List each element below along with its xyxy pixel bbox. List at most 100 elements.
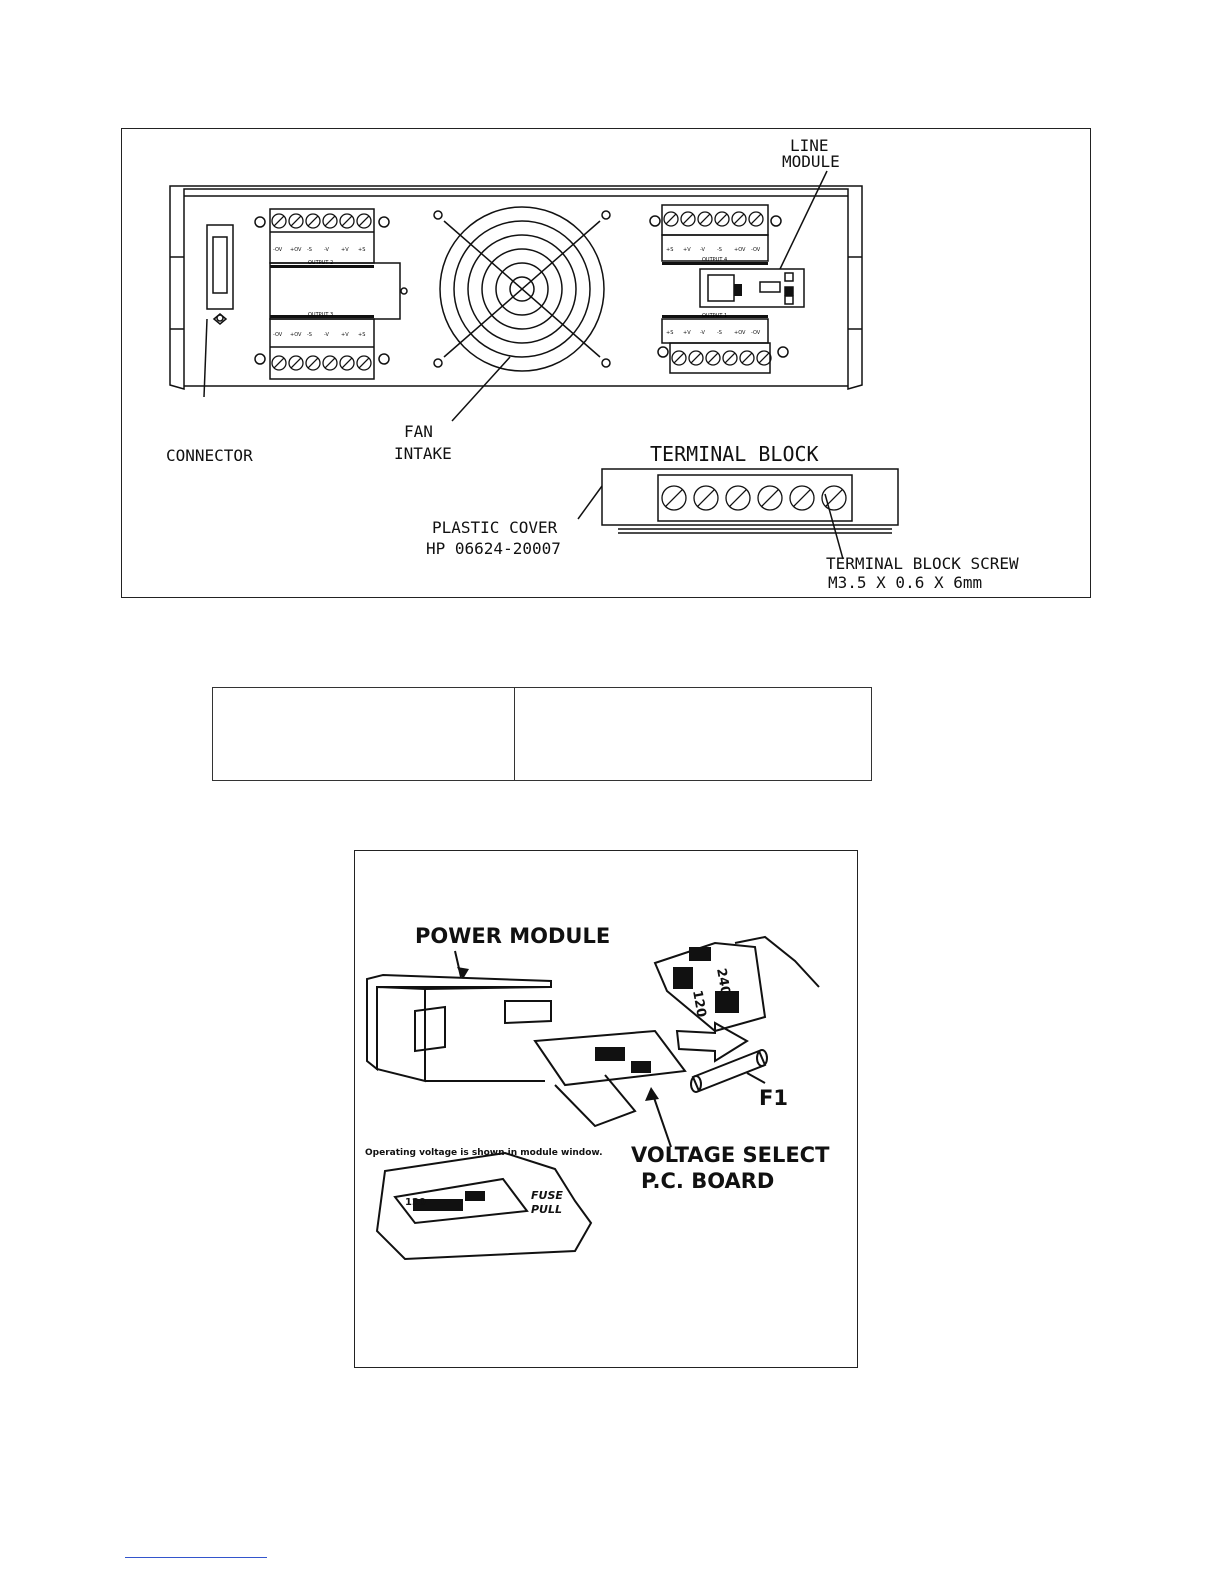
voltage-120-label: 120 bbox=[689, 989, 708, 1018]
terminal-block-detail-screw bbox=[757, 485, 783, 511]
terminal-label: +V bbox=[683, 247, 691, 253]
terminal-screw-slot bbox=[750, 213, 762, 225]
terminal-label: -OV bbox=[273, 332, 283, 338]
terminal-screw bbox=[339, 355, 355, 371]
terminal-block-detail-screw bbox=[661, 485, 687, 511]
terminal-screw-slot bbox=[358, 357, 370, 369]
terminal-label: -OV bbox=[751, 247, 761, 253]
terminal-screw-slot bbox=[673, 352, 685, 364]
terminal-screw-slot bbox=[741, 352, 753, 364]
terminal-screw-slot bbox=[733, 213, 745, 225]
rear-panel-drawing: OUTPUT 2 OUTPUT 3 OUTPUT 4 OUTPUT 1 -OV -… bbox=[166, 136, 1019, 592]
line-module-label-2: MODULE bbox=[782, 152, 840, 171]
output-2-label: OUTPUT 2 bbox=[308, 260, 333, 266]
terminal-screw bbox=[671, 350, 687, 366]
terminal-screw-slot bbox=[358, 215, 370, 227]
table-cell bbox=[514, 688, 872, 780]
terminal-screw-slot bbox=[290, 215, 302, 227]
power-module-label: POWER MODULE bbox=[415, 924, 610, 948]
terminal-block-detail-screw-slot bbox=[665, 489, 683, 507]
terminal-block-detail-screw bbox=[789, 485, 815, 511]
terminal-screw bbox=[288, 213, 304, 229]
terminal-block-detail-screw-slot bbox=[825, 489, 843, 507]
terminal-screw-slot bbox=[324, 215, 336, 227]
terminal-label: +S bbox=[358, 332, 365, 338]
output-1-label: OUTPUT 1 bbox=[702, 313, 727, 319]
fan-label: FAN bbox=[404, 422, 433, 441]
terminal-label: -V bbox=[324, 247, 330, 253]
table-cell bbox=[212, 688, 515, 780]
terminal-screw bbox=[271, 355, 287, 371]
terminal-screw-slot bbox=[324, 357, 336, 369]
terminal-screw bbox=[739, 350, 755, 366]
terminal-screw-slot bbox=[699, 213, 711, 225]
terminal-label: +OV bbox=[734, 330, 746, 336]
terminal-screw-slot bbox=[707, 352, 719, 364]
power-module-figure: 240 120 120 FUSE PULL POWER MODULE F1 VO… bbox=[354, 850, 858, 1368]
terminal-screw bbox=[756, 350, 772, 366]
terminal-screw bbox=[731, 211, 747, 227]
operating-voltage-note: Operating voltage is shown in module win… bbox=[365, 1148, 603, 1158]
terminal-label: -S bbox=[307, 247, 312, 253]
terminal-screw-slot bbox=[716, 213, 728, 225]
terminal-label: +OV bbox=[290, 332, 302, 338]
terminal-screw-slot bbox=[724, 352, 736, 364]
terminal-label: -OV bbox=[273, 247, 283, 253]
terminal-screw bbox=[663, 211, 679, 227]
terminal-screw-slot bbox=[665, 213, 677, 225]
terminal-screw-slot bbox=[307, 357, 319, 369]
terminal-label: +V bbox=[683, 330, 691, 336]
terminal-screw-slot bbox=[341, 215, 353, 227]
terminal-screw-slot bbox=[307, 215, 319, 227]
voltage-select-label: VOLTAGE SELECT bbox=[631, 1143, 830, 1167]
voltage-240-label: 240 bbox=[713, 967, 732, 996]
output-4-label: OUTPUT 4 bbox=[702, 257, 727, 263]
connector-label: CONNECTOR bbox=[166, 446, 253, 465]
terminal-screw-slot bbox=[273, 357, 285, 369]
terminal-screw bbox=[271, 213, 287, 229]
terminal-label: -S bbox=[717, 330, 722, 336]
terminal-label: -S bbox=[307, 332, 312, 338]
terminal-screw bbox=[356, 213, 372, 229]
terminal-screw bbox=[305, 355, 321, 371]
terminal-block-detail-screw-slot bbox=[761, 489, 779, 507]
terminal-screw bbox=[356, 355, 372, 371]
terminal-label: +OV bbox=[734, 247, 746, 253]
plastic-cover-label: PLASTIC COVER bbox=[432, 518, 558, 537]
terminal-screw-slot bbox=[758, 352, 770, 364]
rear-panel-figure: OUTPUT 2 OUTPUT 3 OUTPUT 4 OUTPUT 1 -OV -… bbox=[121, 128, 1091, 598]
pull-label: PULL bbox=[531, 1203, 562, 1216]
terminal-block-label: TERMINAL BLOCK bbox=[650, 442, 819, 466]
terminal-screw bbox=[288, 355, 304, 371]
plastic-cover-part-label: HP 06624-20007 bbox=[426, 539, 561, 558]
terminal-block-detail-screw-slot bbox=[697, 489, 715, 507]
terminal-screw bbox=[705, 350, 721, 366]
terminal-block-detail-screw bbox=[693, 485, 719, 511]
terminal-screw-slot bbox=[290, 357, 302, 369]
terminal-screw bbox=[748, 211, 764, 227]
terminal-screw bbox=[322, 213, 338, 229]
terminal-label: +S bbox=[358, 247, 365, 253]
fan-intake-label: INTAKE bbox=[394, 444, 452, 463]
terminal-screw-slot bbox=[682, 213, 694, 225]
terminal-screw-slot bbox=[273, 215, 285, 227]
terminal-screw bbox=[322, 355, 338, 371]
line-module-label: LINE bbox=[790, 136, 829, 155]
output-3-label: OUTPUT 3 bbox=[308, 312, 333, 318]
terminal-block-detail-screw-slot bbox=[729, 489, 747, 507]
terminal-label: +S bbox=[666, 330, 673, 336]
terminal-screw bbox=[339, 213, 355, 229]
terminal-label: -V bbox=[700, 330, 706, 336]
terminal-block-detail-screw bbox=[725, 485, 751, 511]
terminal-label: -OV bbox=[751, 330, 761, 336]
footer-rule bbox=[125, 1557, 267, 1558]
terminal-label: +OV bbox=[290, 247, 302, 253]
terminal-block-detail-screw bbox=[821, 485, 847, 511]
terminal-label: -V bbox=[700, 247, 706, 253]
pc-board-label: P.C. BOARD bbox=[641, 1169, 774, 1193]
terminal-screw bbox=[688, 350, 704, 366]
terminal-label: +V bbox=[341, 247, 349, 253]
terminal-block-screw-label: TERMINAL BLOCK SCREW bbox=[826, 554, 1019, 573]
power-module-drawing: 240 120 120 FUSE PULL POWER MODULE F1 VO… bbox=[365, 924, 830, 1261]
terminal-screw-slot bbox=[690, 352, 702, 364]
